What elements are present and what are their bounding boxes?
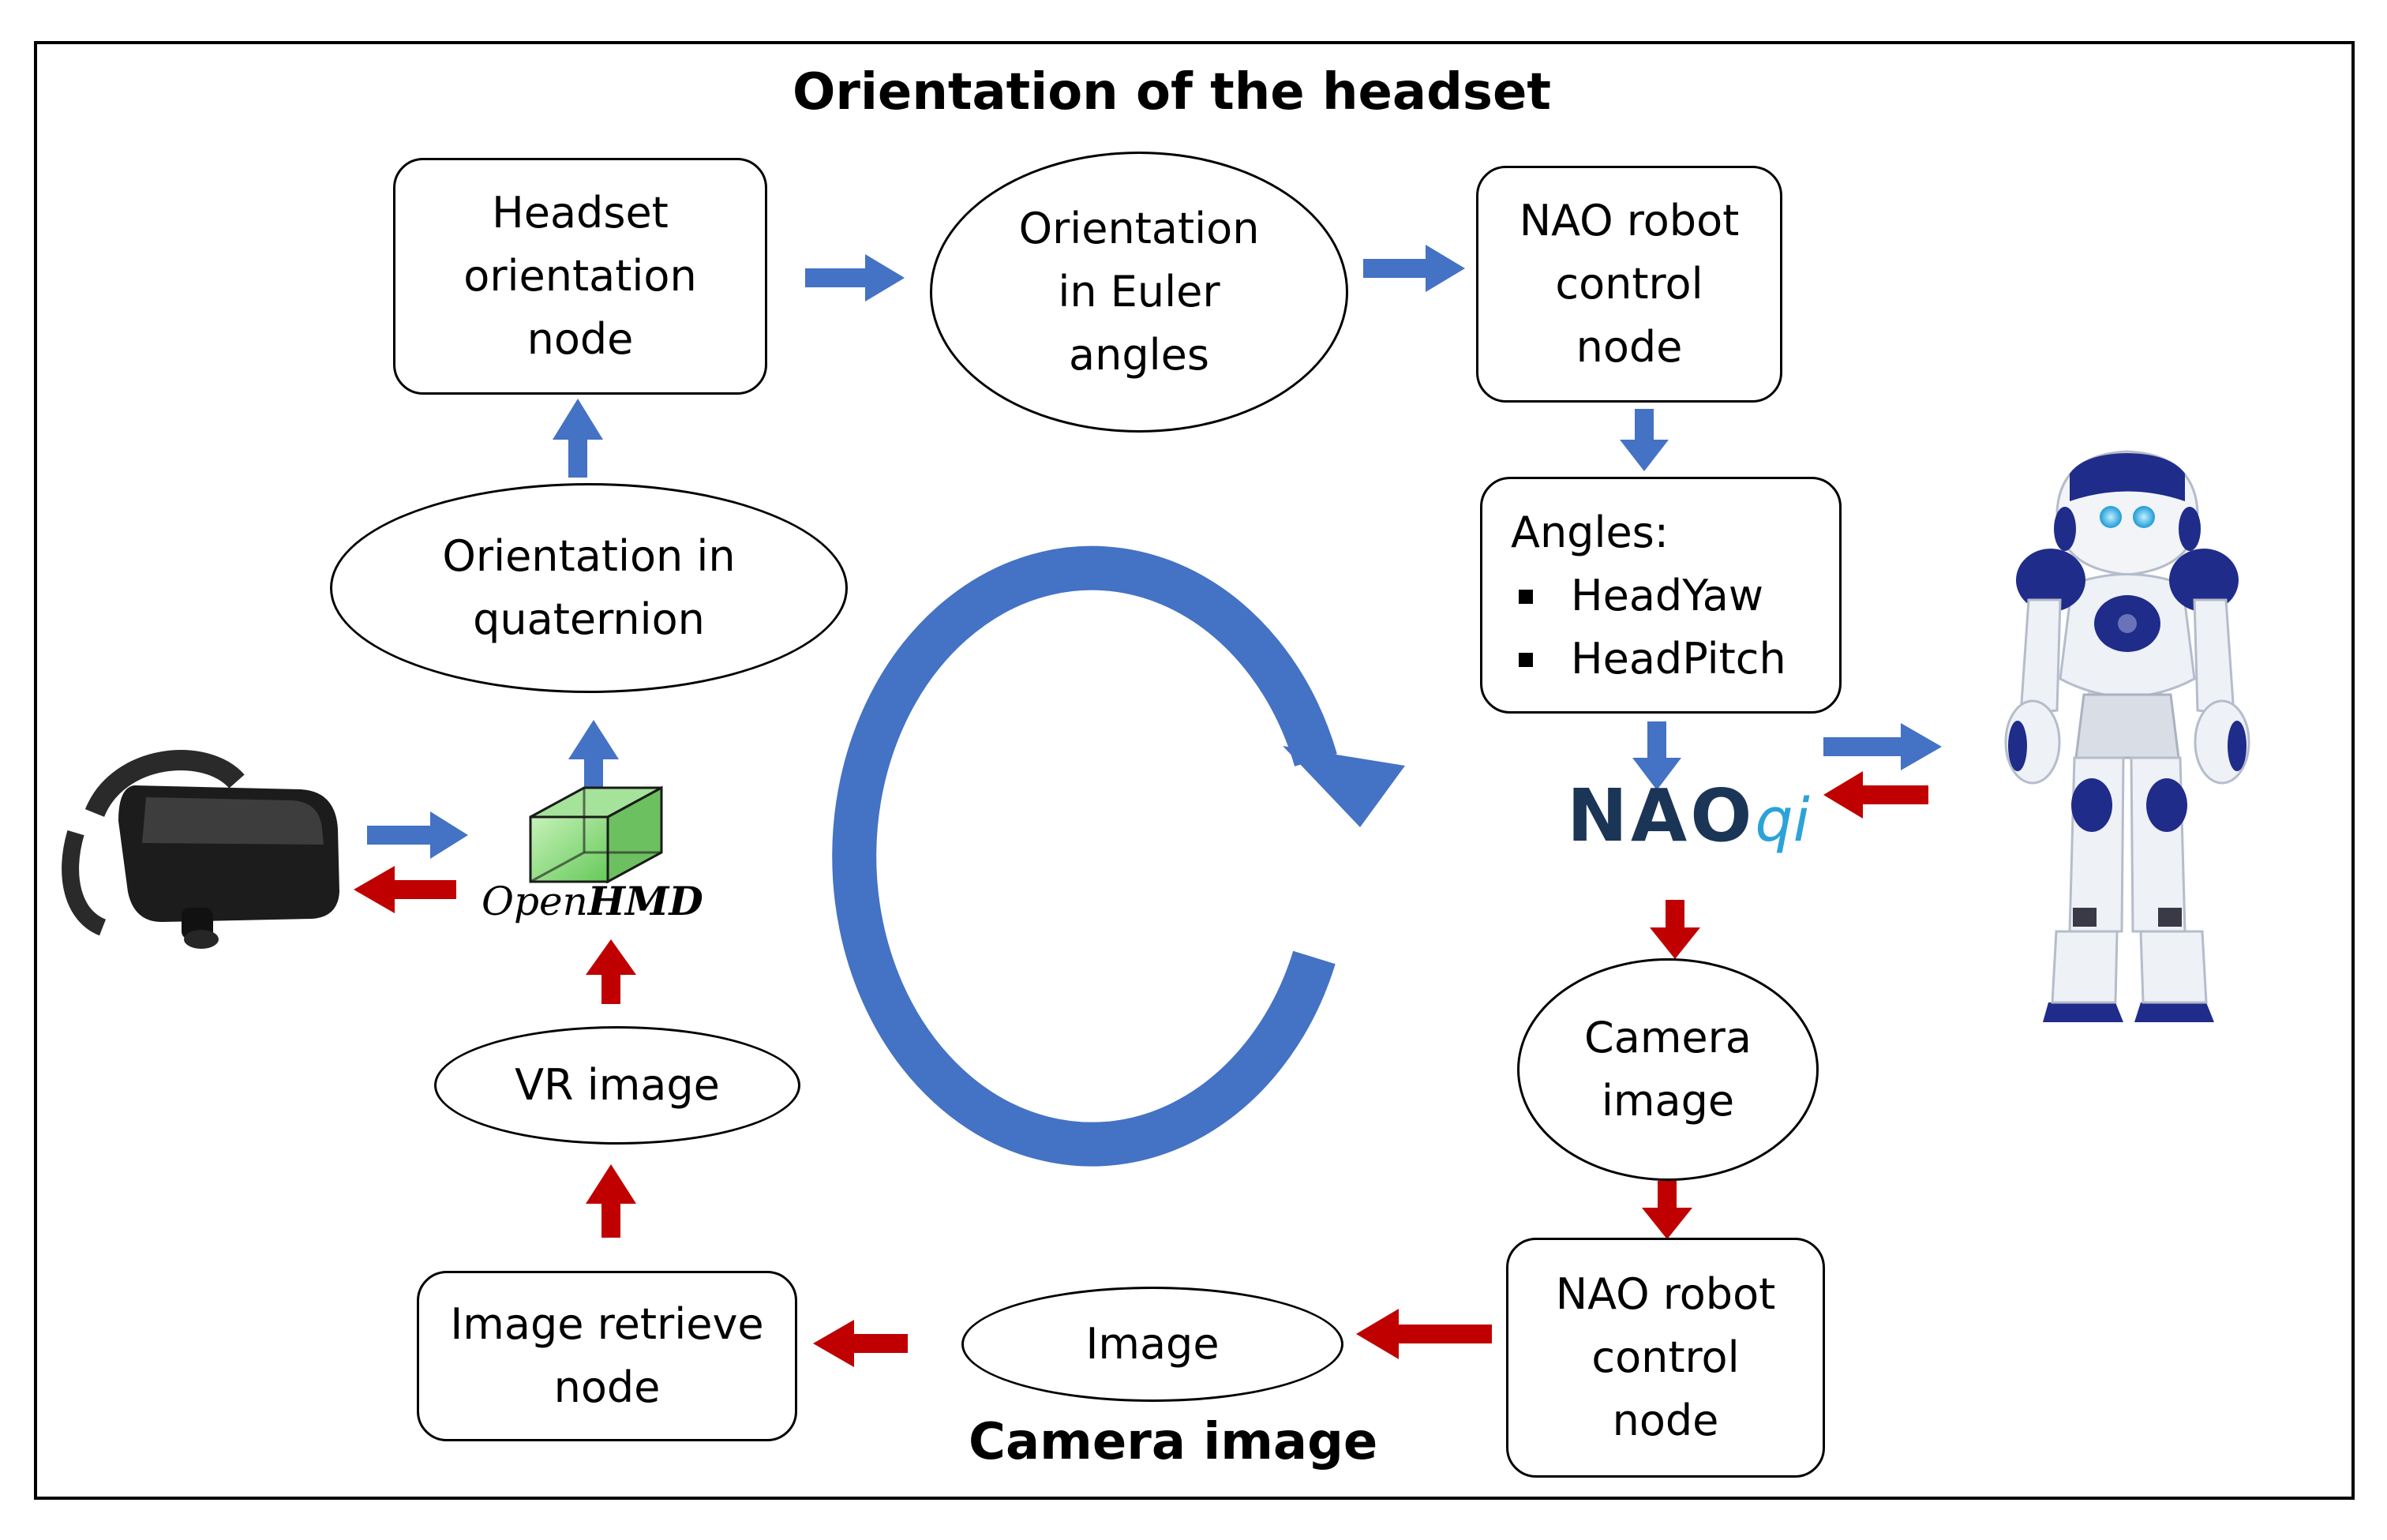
orientation-euler-label: Orientation in Euler angles [1018, 204, 1260, 380]
arrow-headset-to-openhmd [367, 811, 468, 859]
image-retrieve-node-label: Image retrieve node [450, 1299, 764, 1412]
red-arrows [354, 771, 1928, 1367]
title-bottom: Camera image [969, 1413, 1378, 1471]
angles-box: Angles: HeadYaw HeadPitch [1480, 477, 1842, 714]
arrow-image-to-retrieve-node [813, 1320, 908, 1367]
arrow-retrieve-to-vr-image [586, 1164, 636, 1238]
angle-item-headyaw: HeadYaw [1511, 564, 1786, 628]
nao-control-node-top-label: NAO robot control node [1519, 196, 1740, 372]
orientation-euler-ellipse: Orientation in Euler angles [930, 152, 1348, 433]
arrow-naoqi-to-robot [1823, 723, 1942, 770]
naoqi-logo: NAOqi [1567, 774, 1810, 858]
openhmd-logo-hmd: HMD [587, 878, 703, 924]
arrow-nao-control-to-angles [1620, 409, 1669, 471]
image-ellipse: Image [961, 1287, 1343, 1402]
camera-image-ellipse: Camera image [1517, 958, 1819, 1181]
arrow-vr-image-to-openhmd [586, 939, 636, 1004]
headset-orientation-node: Headset orientation node [393, 158, 767, 395]
blue-arrows [367, 245, 1942, 859]
openhmd-cube-icon [529, 785, 663, 884]
cycle-arrow-icon [832, 545, 1405, 1167]
naoqi-logo-nao: NAO [1567, 774, 1756, 858]
camera-image-label: Camera image [1584, 1013, 1752, 1126]
arrow-openhmd-to-quaternion [568, 720, 619, 791]
arrow-euler-to-nao-control [1363, 245, 1465, 292]
angle-item-headpitch: HeadPitch [1511, 628, 1786, 691]
arrow-angles-to-naoqi [1632, 721, 1681, 790]
arrow-robot-to-naoqi [1823, 771, 1928, 819]
arrow-nao-control-to-image [1356, 1309, 1492, 1359]
openhmd-logo: OpenHMD [482, 878, 703, 924]
headset-orientation-node-label: Headset orientation node [463, 188, 697, 364]
arrow-camera-image-to-nao-control [1642, 1181, 1692, 1239]
arrow-quaternion-to-headset-node [553, 399, 603, 478]
diagram-frame [34, 41, 2355, 1500]
nao-control-node-bottom: NAO robot control node [1506, 1238, 1825, 1478]
nao-robot-icon [2004, 450, 2250, 1022]
angles-list: HeadYaw HeadPitch [1511, 564, 1786, 691]
orientation-quaternion-label: Orientation in quaternion [442, 531, 736, 644]
nao-control-node-top: NAO robot control node [1476, 166, 1782, 403]
nao-control-node-bottom-label: NAO robot control node [1555, 1269, 1776, 1445]
title-top: Orientation of the headset [793, 63, 1551, 122]
openhmd-logo-open: Open [482, 879, 588, 924]
angles-heading: Angles: [1511, 508, 1669, 557]
arrow-headset-to-euler [805, 254, 905, 302]
vr-headset-icon [62, 750, 339, 949]
orientation-quaternion-ellipse: Orientation in quaternion [330, 483, 848, 693]
vr-image-label: VR image [515, 1060, 720, 1110]
image-label: Image [1085, 1319, 1220, 1369]
arrow-openhmd-to-headset [354, 866, 456, 913]
arrow-naoqi-to-camera-image [1650, 900, 1700, 959]
vr-image-ellipse: VR image [434, 1026, 800, 1145]
image-retrieve-node: Image retrieve node [417, 1271, 797, 1441]
naoqi-logo-qi: qi [1755, 785, 1810, 855]
